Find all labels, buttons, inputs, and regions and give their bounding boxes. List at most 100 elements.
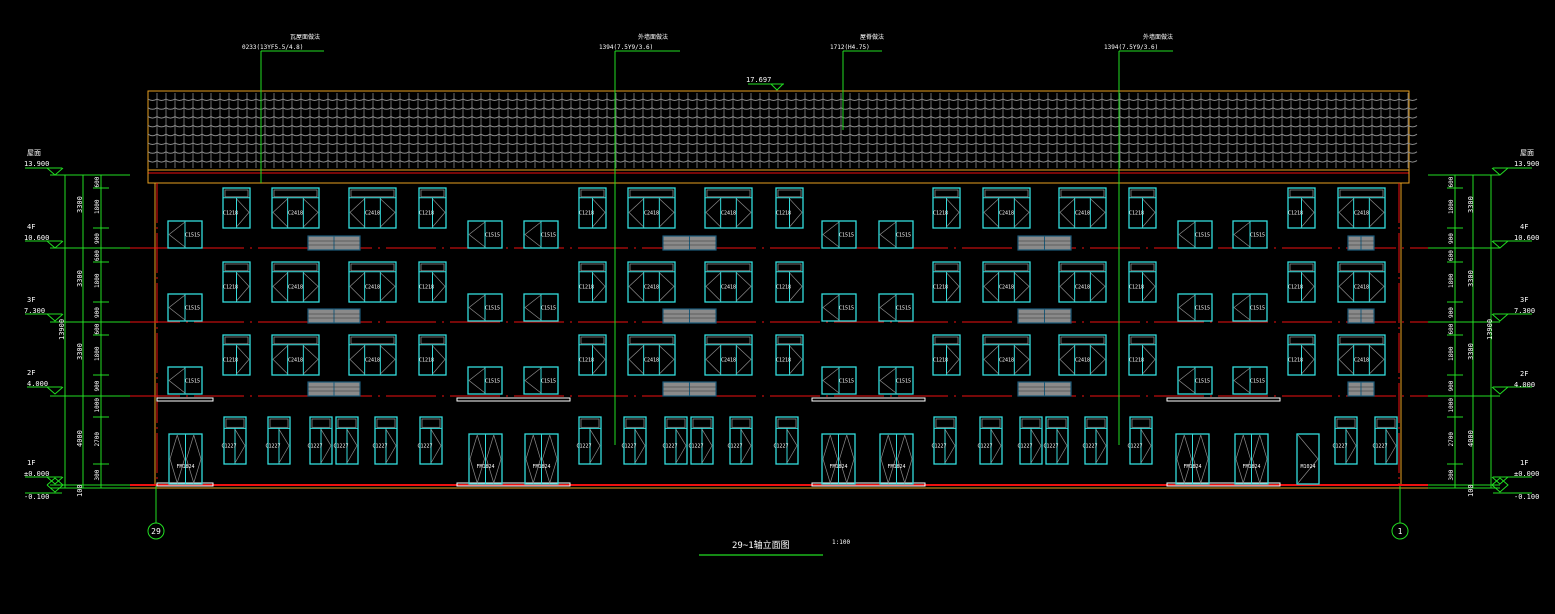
detail-dim-text: 300	[1448, 469, 1455, 480]
opening-mark	[1301, 272, 1315, 302]
window-frame	[627, 334, 676, 376]
window-label: C1515	[485, 379, 500, 385]
ac-unit	[1017, 381, 1072, 397]
canopy	[811, 397, 926, 402]
window: C1227	[1043, 416, 1069, 465]
window: C1227	[372, 416, 398, 465]
window-frame	[982, 187, 1031, 229]
window-label: C1218	[419, 210, 434, 216]
dimensions	[25, 83, 1532, 494]
opening-mark	[592, 345, 606, 375]
transom	[934, 336, 959, 345]
roof-tile-row	[147, 133, 1418, 137]
opening-mark	[705, 345, 721, 375]
window-label: C1515	[1195, 306, 1210, 312]
opening-mark	[822, 294, 840, 321]
window-label: C1218	[223, 357, 238, 363]
transom	[1021, 418, 1041, 428]
opening-mark	[468, 294, 486, 321]
opening-mark	[469, 434, 485, 485]
canopy	[156, 397, 214, 402]
opening-mark	[1385, 429, 1397, 464]
window: C1227	[662, 416, 688, 465]
window-label: C1227	[1372, 444, 1387, 450]
window-label: C1218	[1129, 210, 1144, 216]
opening-mark	[272, 198, 288, 228]
window: C1218	[578, 261, 607, 303]
transom	[629, 336, 674, 345]
window-frame	[627, 261, 676, 303]
opening-mark	[186, 434, 202, 485]
window: C1515	[523, 293, 559, 322]
opening-mark	[1142, 345, 1156, 375]
dim-text: 4000	[1467, 430, 1475, 447]
opening-mark	[303, 198, 319, 228]
opening-mark	[822, 367, 840, 394]
ridge-elevation: 17.697	[746, 76, 771, 84]
opening-mark	[542, 434, 558, 485]
level-name: 3F	[1520, 296, 1528, 304]
window: C1227	[221, 416, 247, 465]
window-label: C1218	[1129, 357, 1144, 363]
window-label: C2418	[288, 284, 303, 290]
dim-total-text: 13900	[58, 319, 66, 340]
level-symbol	[1491, 477, 1509, 493]
transom	[934, 189, 959, 198]
window: C1515	[1177, 220, 1213, 249]
window: C2418	[704, 261, 753, 303]
window-label: C1218	[579, 210, 594, 216]
window-label: C1515	[185, 233, 200, 239]
window: C2418	[1058, 261, 1107, 303]
window-label: C2418	[644, 284, 659, 290]
opening-mark	[1233, 294, 1251, 321]
opening-mark	[789, 272, 803, 302]
window: C2418	[627, 334, 676, 376]
opening-mark	[272, 272, 288, 302]
opening-mark	[346, 429, 358, 464]
window-label: C1227	[576, 444, 591, 450]
window: C1218	[1128, 334, 1157, 376]
opening-mark	[628, 198, 644, 228]
window-frame	[1337, 334, 1386, 376]
opening-mark	[880, 434, 896, 485]
opening-mark	[234, 429, 246, 464]
detail-dim-text: 1800	[1448, 199, 1455, 214]
roof-tile-row	[147, 115, 1418, 119]
window-label: C1227	[931, 444, 946, 450]
transom	[273, 336, 318, 345]
roof-tile-row	[147, 124, 1418, 128]
window: C1218	[1287, 187, 1316, 229]
opening-mark	[839, 434, 855, 485]
window: C2418	[1058, 187, 1107, 229]
window-label: C2418	[365, 210, 380, 216]
opening-mark	[879, 221, 897, 248]
window: C1515	[878, 366, 914, 395]
annotation-title: 外墙面做法	[1143, 33, 1173, 41]
opening-mark	[1056, 429, 1068, 464]
window: C1227	[773, 416, 799, 465]
transom	[777, 189, 802, 198]
transom	[421, 418, 441, 428]
opening-mark	[1338, 272, 1354, 302]
window-label: C1515	[485, 306, 500, 312]
opening-mark	[1338, 345, 1354, 375]
window: C2418	[1337, 334, 1386, 376]
window: C1227	[333, 416, 359, 465]
opening-mark	[468, 367, 486, 394]
transom	[1339, 263, 1384, 272]
window-label: C1515	[541, 379, 556, 385]
window-frame	[348, 187, 397, 229]
ac-unit	[307, 308, 361, 324]
window: C1515	[878, 293, 914, 322]
step	[1166, 482, 1281, 487]
window: C1227	[1017, 416, 1043, 465]
opening-mark	[385, 429, 397, 464]
opening-mark	[320, 429, 332, 464]
level-value: 13.900	[24, 160, 49, 168]
opening-mark	[1178, 367, 1196, 394]
window-label: C1218	[933, 210, 948, 216]
level-name: 屋面	[27, 149, 41, 157]
transom	[224, 336, 249, 345]
window: C2418	[1337, 187, 1386, 229]
window-label: C1515	[1195, 233, 1210, 239]
